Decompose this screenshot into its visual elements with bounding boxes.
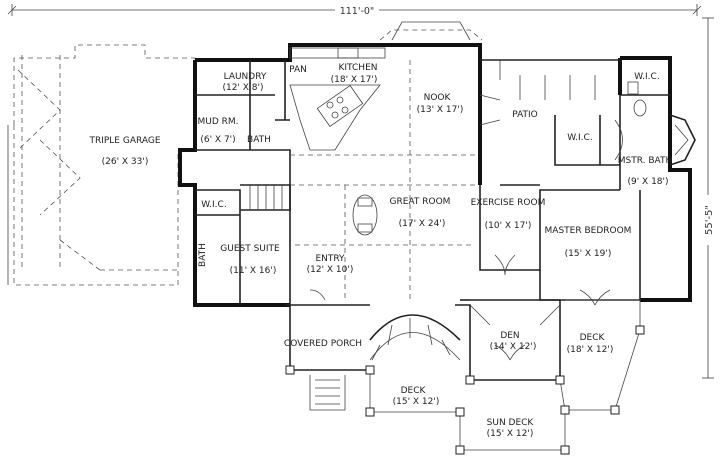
room-entry-name: ENTRY: [315, 254, 345, 264]
room-kitchen-size: (18' X 17'): [331, 75, 378, 85]
room-sun-deck-name: SUN DECK: [487, 418, 535, 428]
stairs: [240, 184, 461, 361]
room-labels: TRIPLE GARAGE (26' X 33') LAUNDRY (12' X…: [88, 63, 672, 439]
room-laundry-name: LAUNDRY: [224, 72, 267, 82]
patio-details: [479, 59, 620, 126]
room-mud-name: MUD RM.: [197, 117, 238, 127]
room-great-room-name: GREAT ROOM: [390, 197, 451, 207]
width-dimension: 111'-0": [7, 3, 702, 17]
room-nook-name: NOOK: [424, 93, 452, 103]
room-guest-suite-size: (11' X 16'): [230, 266, 277, 276]
kitchen-fixtures: [289, 47, 386, 151]
door-swings: [309, 254, 611, 361]
room-laundry-size: (12' X 8'): [222, 83, 263, 93]
room-guest-bath-name: BATH: [198, 243, 208, 267]
garage-area: [7, 44, 196, 286]
beam-lines: [290, 60, 475, 300]
depth-dimension: 55'-5": [701, 17, 715, 379]
room-mstr-bath-size: (9' X 18'): [627, 177, 668, 187]
room-den-name: DEN: [500, 331, 519, 341]
room-entry-size: (12' X 10'): [307, 265, 354, 275]
room-guest-suite-name: GUEST SUITE: [220, 244, 280, 254]
room-exercise-name: EXERCISE ROOM: [471, 198, 546, 208]
room-wic-guest-name: W.I.C.: [201, 200, 226, 210]
room-bath-name: BATH: [247, 135, 271, 145]
room-garage-size: (26' X 33'): [102, 157, 149, 167]
room-sun-deck-size: (15' X 12'): [487, 429, 534, 439]
room-den-size: (14' X 12'): [490, 342, 537, 352]
room-mud-size: (6' X 7'): [200, 135, 235, 145]
den-details: [469, 299, 561, 326]
master-bath-bay: [614, 81, 696, 166]
room-nook-size: (13' X 17'): [417, 105, 464, 115]
room-master-bedroom-size: (15' X 19'): [565, 249, 612, 259]
room-exercise-size: (10' X 17'): [485, 221, 532, 231]
room-deck-front-name: DECK: [401, 386, 427, 396]
room-great-room-size: (17' X 24'): [399, 219, 446, 229]
overall-depth-label: 55'-5": [704, 205, 715, 235]
dining-table: [352, 194, 378, 236]
room-master-bedroom-name: MASTER BEDROOM: [545, 226, 632, 236]
room-pantry-name: PAN: [289, 65, 307, 75]
room-deck-master-name: DECK: [580, 333, 606, 343]
room-wic-2-name: W.I.C.: [567, 133, 592, 143]
decks: [285, 299, 645, 455]
room-garage-name: TRIPLE GARAGE: [88, 136, 160, 146]
room-covered-porch-name: COVERED PORCH: [284, 339, 362, 349]
room-deck-front-size: (15' X 12'): [393, 397, 440, 407]
overall-width-label: 111'-0": [340, 6, 375, 17]
room-mstr-bath-name: MSTR. BATH: [618, 156, 673, 166]
room-kitchen-name: KITCHEN: [339, 63, 378, 73]
room-deck-master-size: (18' X 12'): [567, 345, 614, 355]
room-patio-name: PATIO: [512, 110, 538, 120]
room-wic-master-name: W.I.C.: [634, 72, 659, 82]
